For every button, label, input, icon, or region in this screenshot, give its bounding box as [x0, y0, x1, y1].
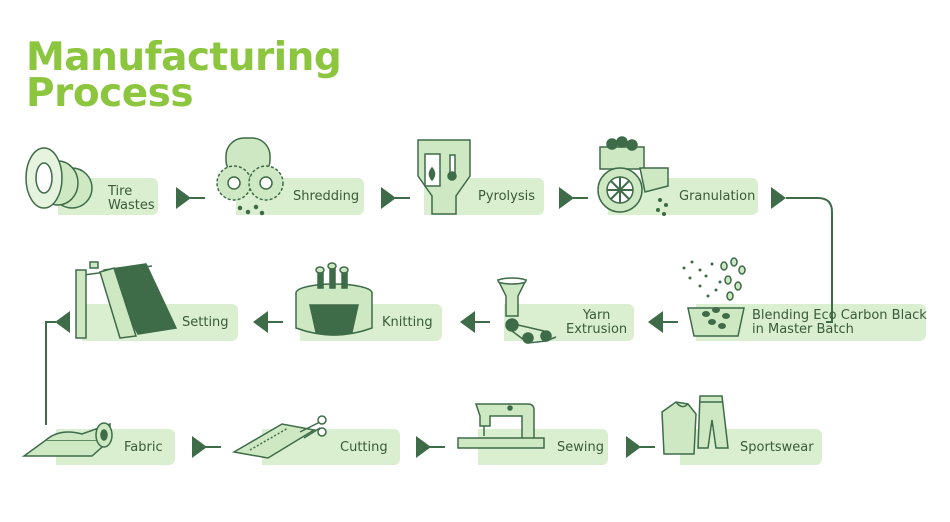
arrow-icon — [192, 436, 221, 458]
fabric-setting-icon — [75, 261, 178, 339]
arrow-icon — [559, 187, 588, 209]
blending-bowl-icon — [682, 257, 746, 337]
extruder-icon — [496, 277, 557, 344]
sewing-machine-icon — [457, 403, 545, 449]
arrow-icon — [626, 436, 655, 458]
blending-line-1: Blending Eco Carbon Black — [752, 308, 927, 323]
step-label-pyrolysis: Pyrolysis — [478, 189, 536, 204]
scissors-icon — [231, 415, 327, 459]
step-label-tire-wastes: Tire Wastes — [108, 185, 155, 213]
step-label-shredding: Shredding — [293, 189, 360, 204]
arrow-icon — [460, 311, 490, 333]
arrow-icon — [176, 187, 205, 209]
step-label-blending: Blending Eco Carbon Black in Master Batc… — [752, 309, 927, 337]
tire-wastes-line-2: Wastes — [108, 198, 155, 213]
furnace-icon — [417, 139, 471, 215]
sportswear-icon — [661, 395, 729, 455]
arrow-icon — [253, 311, 283, 333]
step-label-sportswear: Sportswear — [740, 440, 814, 455]
title-line-1: Manufacturing — [26, 35, 342, 80]
step-label-granulation: Granulation — [679, 189, 756, 204]
fabric-rolls-icon — [21, 422, 113, 457]
page-title: Manufacturing Process — [26, 35, 342, 116]
step-label-knitting: Knitting — [382, 315, 433, 330]
connector-arrow-icon — [771, 187, 833, 323]
arrow-icon — [648, 311, 678, 333]
step-label-cutting: Cutting — [340, 440, 388, 455]
step-label-setting: Setting — [182, 315, 229, 330]
connector-arrow-icon — [45, 311, 70, 425]
yarn-extrusion-line-2: Extrusion — [566, 322, 628, 337]
tires-icon — [25, 147, 93, 209]
title-line-2: Process — [26, 71, 194, 116]
step-label-fabric: Fabric — [124, 440, 163, 455]
arrow-icon — [381, 187, 410, 209]
blending-line-2: in Master Batch — [752, 322, 854, 337]
step-label-sewing: Sewing — [557, 440, 604, 455]
yarn-extrusion-line-1: Yarn — [582, 308, 611, 323]
step-label-yarn-extrusion: Yarn Extrusion — [566, 309, 627, 337]
gears-icon — [216, 137, 284, 216]
granulator-icon — [597, 136, 669, 217]
arrow-icon — [416, 436, 445, 458]
knitting-machine-icon — [295, 262, 373, 336]
tire-wastes-line-1: Tire — [108, 184, 133, 199]
